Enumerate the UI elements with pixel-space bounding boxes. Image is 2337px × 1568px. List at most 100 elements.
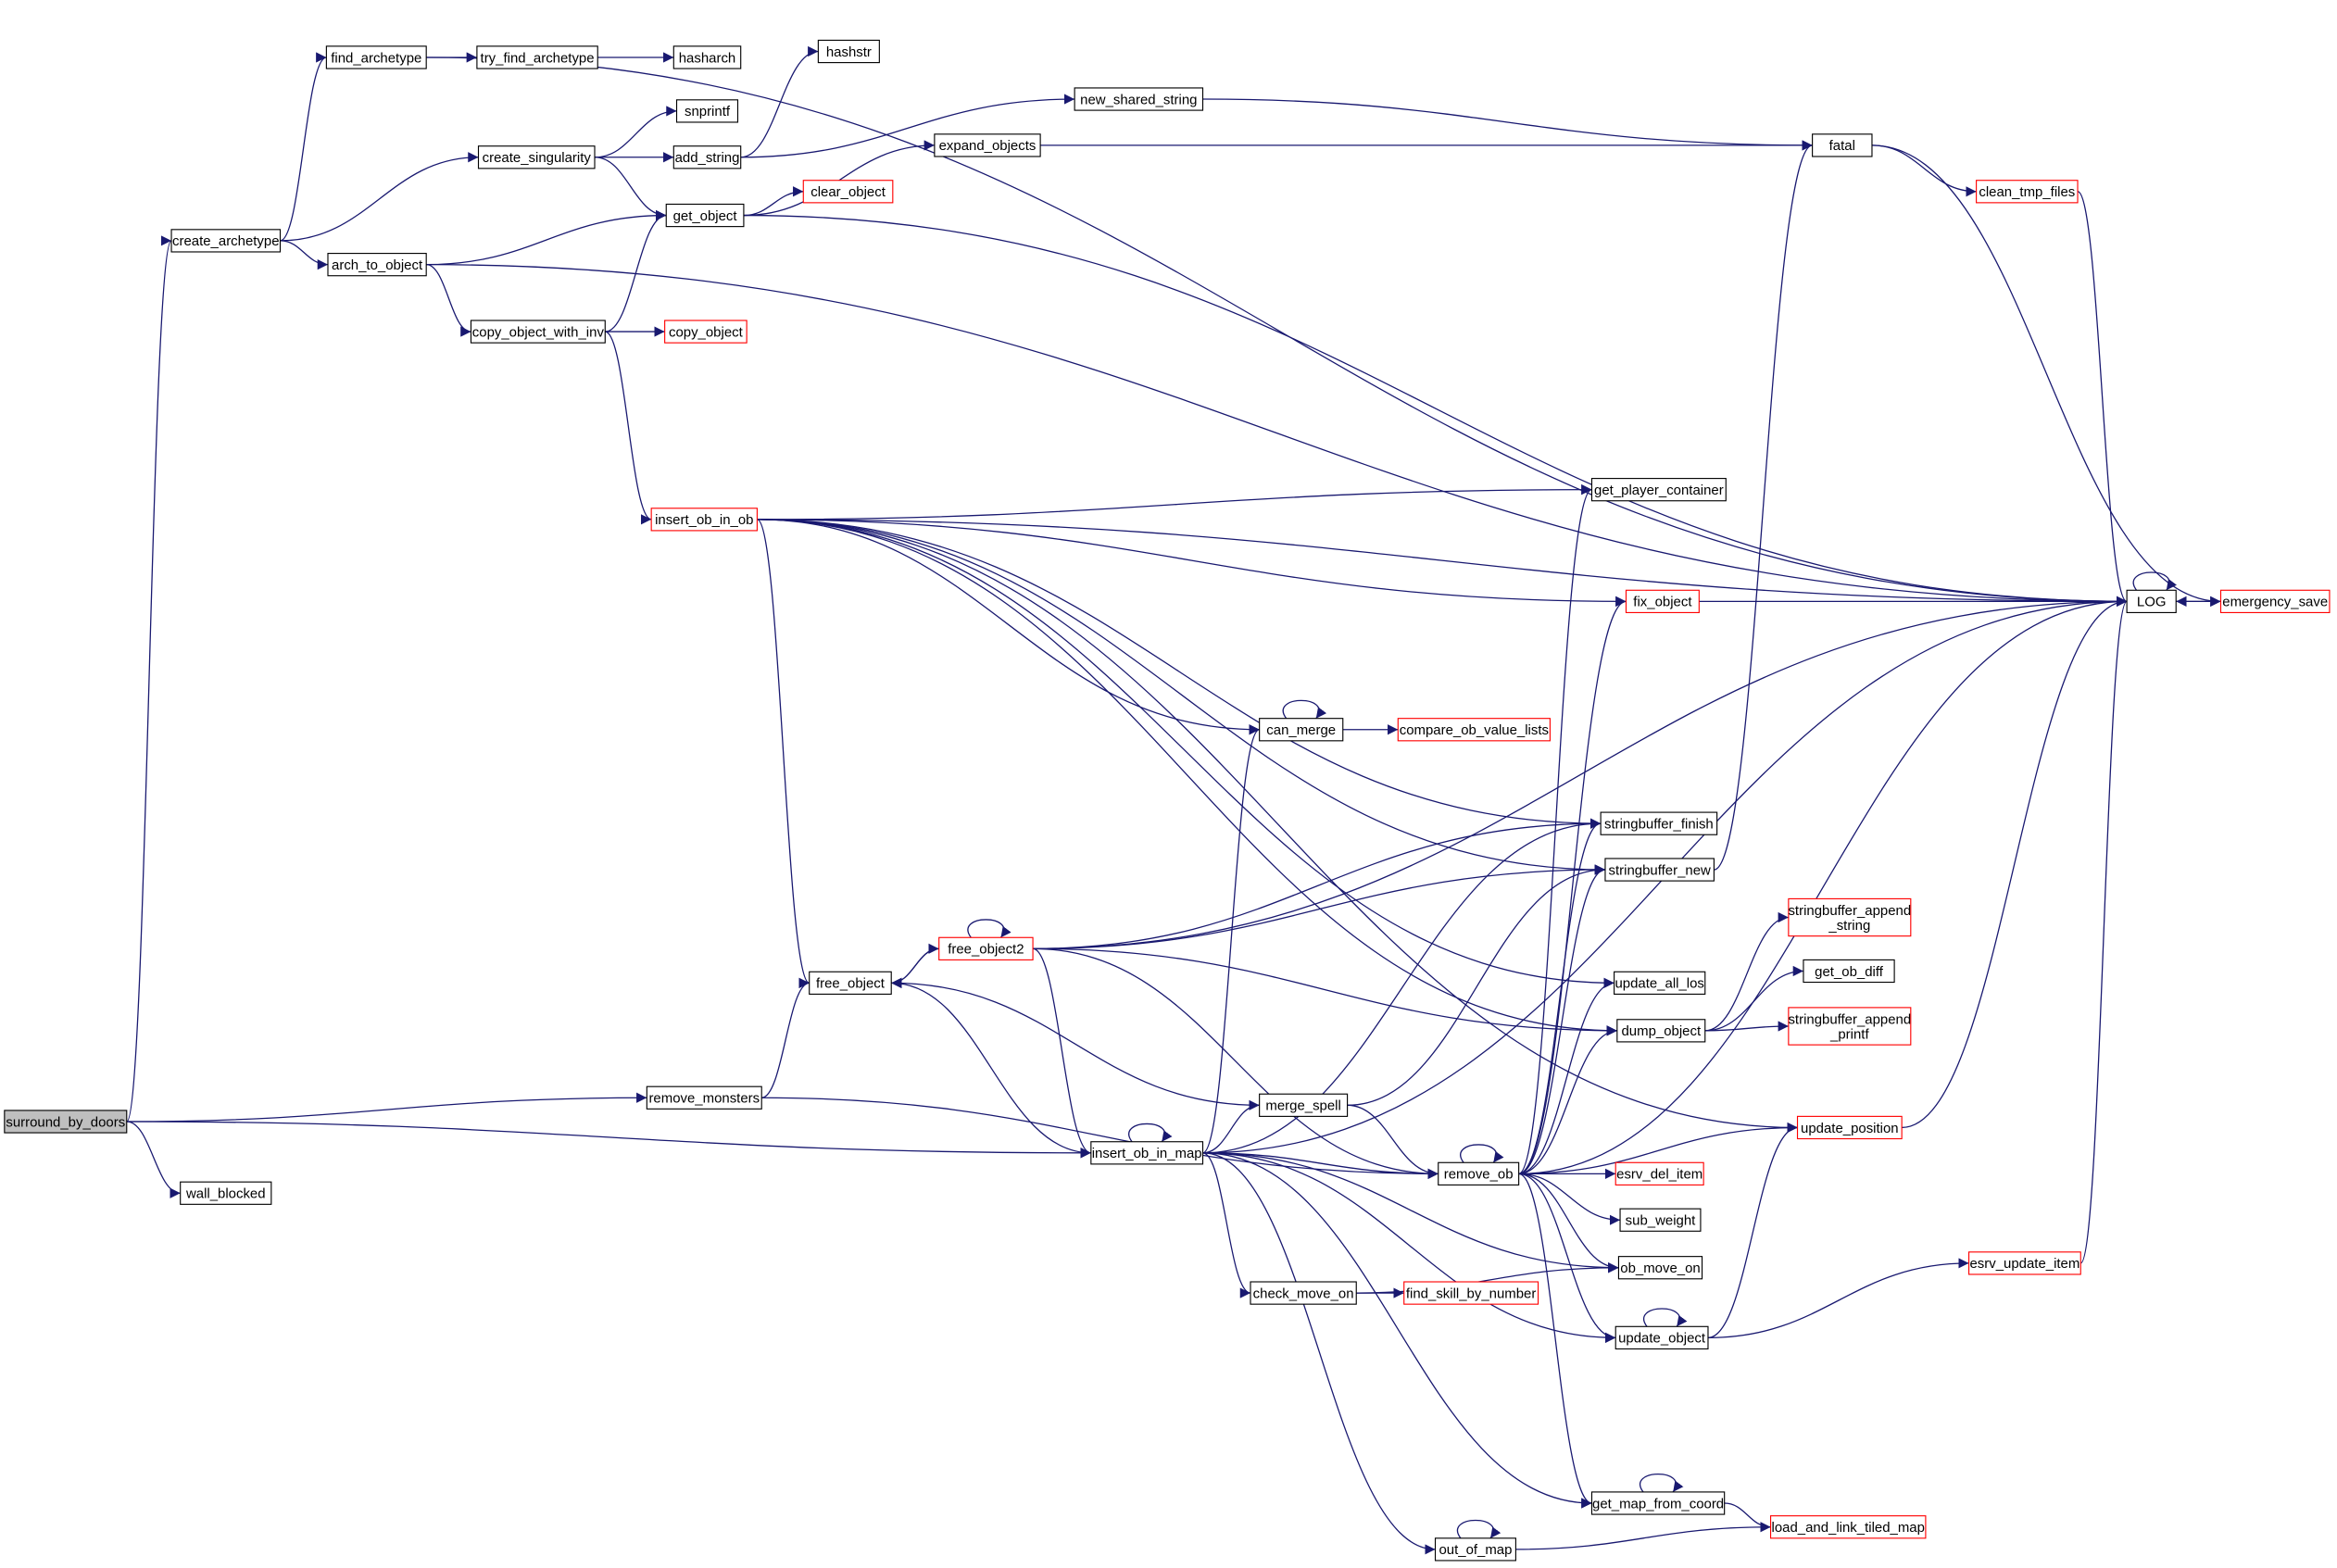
- node-hashstr[interactable]: hashstr: [817, 39, 880, 64]
- node-create_singularity[interactable]: create_singularity: [477, 145, 596, 169]
- edge-get_map_from_coord-to-load_and_link_tiled_map: [1724, 1502, 1771, 1533]
- node-hasharch[interactable]: hasharch: [672, 45, 742, 69]
- node-can_merge[interactable]: can_merge: [1259, 718, 1344, 742]
- edge-create_archetype-to-find_archetype: [280, 52, 327, 242]
- edge-copy_object_with_inv-to-insert_ob_in_ob: [605, 331, 652, 525]
- node-compare_ob_value_lists[interactable]: compare_ob_value_lists: [1397, 718, 1551, 742]
- edge-update_object-to-update_position: [1707, 1122, 1798, 1339]
- node-get_object[interactable]: get_object: [665, 203, 745, 228]
- edge-update_object-to-esrv_update_item: [1707, 1258, 1969, 1339]
- node-free_object2[interactable]: free_object2: [938, 936, 1034, 960]
- node-find_skill_by_number[interactable]: find_skill_by_number: [1403, 1281, 1539, 1305]
- edge-get_map_from_coord-to-get_map_from_coord: [1640, 1473, 1684, 1493]
- node-fatal[interactable]: fatal: [1812, 133, 1873, 157]
- node-box: [1615, 1325, 1709, 1349]
- edge-free_object2-to-insert_ob_in_map: [1032, 947, 1092, 1159]
- edge-create_archetype-to-arch_to_object: [280, 240, 329, 270]
- node-get_ob_diff[interactable]: get_ob_diff: [1803, 959, 1895, 984]
- node-stringbuffer_new[interactable]: stringbuffer_new: [1604, 858, 1715, 882]
- node-find_archetype[interactable]: find_archetype: [325, 45, 427, 69]
- node-label: get_player_container: [1594, 483, 1724, 498]
- node-box: [664, 320, 748, 344]
- node-update_all_los[interactable]: update_all_los: [1614, 971, 1706, 995]
- node-load_and_link_tiled_map[interactable]: load_and_link_tiled_map: [1769, 1515, 1927, 1539]
- node-copy_object_with_inv[interactable]: copy_object_with_inv: [470, 320, 606, 344]
- node-add_string[interactable]: add_string: [672, 145, 742, 169]
- edge-surround_by_doors-to-create_archetype: [126, 235, 172, 1123]
- node-ob_move_on[interactable]: ob_move_on: [1617, 1256, 1703, 1280]
- node-expand_objects[interactable]: expand_objects: [934, 133, 1041, 157]
- node-emergency_save[interactable]: emergency_save: [2219, 589, 2331, 613]
- node-label: wall_blocked: [185, 1186, 266, 1202]
- node-box: [1438, 1161, 1520, 1185]
- node-box: [1434, 1537, 1516, 1562]
- node-box: [1967, 1251, 2081, 1275]
- edge-insert_ob_in_ob-to-stringbuffer_finish: [757, 519, 1602, 829]
- node-get_player_container[interactable]: get_player_container: [1590, 478, 1727, 502]
- node-wall_blocked[interactable]: wall_blocked: [180, 1181, 272, 1205]
- node-box: [672, 145, 742, 169]
- node-clear_object[interactable]: clear_object: [802, 180, 894, 204]
- node-label: add_string: [675, 150, 740, 166]
- edge-remove_ob-to-fix_object: [1518, 596, 1627, 1174]
- node-box: [934, 133, 1041, 157]
- node-insert_ob_in_ob[interactable]: insert_ob_in_ob: [650, 508, 758, 532]
- edge-insert_ob_in_map-to-update_object: [1202, 1152, 1616, 1343]
- node-label: LOG: [2137, 595, 2167, 610]
- node-fix_object[interactable]: fix_object: [1625, 589, 1700, 613]
- node-free_object[interactable]: free_object: [809, 971, 892, 995]
- node-label: insert_ob_in_ob: [655, 512, 753, 528]
- node-box: [938, 936, 1034, 960]
- node-box: [817, 39, 880, 64]
- node-try_find_archetype[interactable]: try_find_archetype: [476, 45, 598, 69]
- node-label: copy_object_with_inv: [472, 324, 605, 340]
- node-label: compare_ob_value_lists: [1400, 722, 1549, 738]
- node-sub_weight[interactable]: sub_weight: [1619, 1208, 1702, 1232]
- node-out_of_map[interactable]: out_of_map: [1434, 1537, 1516, 1562]
- node-label: create_archetype: [172, 233, 280, 249]
- node-merge_spell[interactable]: merge_spell: [1259, 1093, 1349, 1117]
- node-label: free_object2: [948, 942, 1024, 958]
- node-label: clean_tmp_files: [1979, 184, 2075, 200]
- edge-free_object2-to-dump_object: [1033, 947, 1617, 1036]
- edge-merge_spell-to-remove_ob: [1347, 1104, 1439, 1179]
- node-label: esrv_del_item: [1616, 1167, 1702, 1183]
- edge-can_merge-to-can_merge: [1282, 699, 1327, 720]
- edge-insert_ob_in_map-to-ob_move_on: [1202, 1152, 1619, 1273]
- edge-update_object-to-update_object: [1643, 1308, 1688, 1327]
- node-box: [170, 229, 282, 253]
- node-stringbuffer_append_printf[interactable]: stringbuffer_append_printf: [1788, 1007, 1912, 1046]
- edge-LOG-to-LOG: [2132, 571, 2178, 591]
- node-create_archetype[interactable]: create_archetype: [170, 229, 282, 253]
- node-snprintf[interactable]: snprintf: [675, 99, 739, 123]
- node-LOG[interactable]: LOG: [2126, 589, 2177, 613]
- node-dump_object[interactable]: dump_object: [1616, 1019, 1706, 1043]
- node-surround_by_doors[interactable]: surround_by_doors: [4, 1110, 128, 1134]
- node-update_object[interactable]: update_object: [1615, 1325, 1709, 1349]
- edge-remove_ob-to-update_position: [1518, 1122, 1798, 1174]
- edge-remove_ob-to-get_map_from_coord: [1518, 1173, 1592, 1509]
- edge-surround_by_doors-to-remove_monsters: [126, 1092, 647, 1123]
- node-esrv_del_item[interactable]: esrv_del_item: [1615, 1161, 1704, 1185]
- node-new_shared_string[interactable]: new_shared_string: [1074, 87, 1204, 111]
- node-esrv_update_item[interactable]: esrv_update_item: [1967, 1251, 2081, 1275]
- node-copy_object[interactable]: copy_object: [664, 320, 748, 344]
- node-box: [672, 45, 742, 69]
- node-label: arch_to_object: [332, 257, 423, 273]
- edge-insert_ob_in_map-to-remove_ob: [1202, 1152, 1439, 1179]
- edge-remove_ob-to-ob_move_on: [1518, 1173, 1619, 1273]
- node-remove_monsters[interactable]: remove_monsters: [646, 1085, 762, 1110]
- node-box: [327, 253, 427, 277]
- node-update_position[interactable]: update_position: [1796, 1115, 1903, 1140]
- edge-arch_to_object-to-copy_object_with_inv: [426, 264, 471, 337]
- node-insert_ob_in_map[interactable]: insert_ob_in_map: [1090, 1141, 1204, 1165]
- node-label: merge_spell: [1265, 1098, 1340, 1114]
- node-remove_ob[interactable]: remove_ob: [1438, 1161, 1520, 1185]
- edge-remove_ob-to-LOG: [1518, 596, 2128, 1174]
- node-stringbuffer_finish[interactable]: stringbuffer_finish: [1600, 811, 1718, 835]
- node-arch_to_object[interactable]: arch_to_object: [327, 253, 427, 277]
- node-stringbuffer_append_string[interactable]: stringbuffer_append_string: [1788, 897, 1912, 937]
- node-check_move_on[interactable]: check_move_on: [1250, 1281, 1357, 1305]
- node-get_map_from_coord[interactable]: get_map_from_coord: [1590, 1491, 1726, 1515]
- node-clean_tmp_files[interactable]: clean_tmp_files: [1976, 180, 2079, 204]
